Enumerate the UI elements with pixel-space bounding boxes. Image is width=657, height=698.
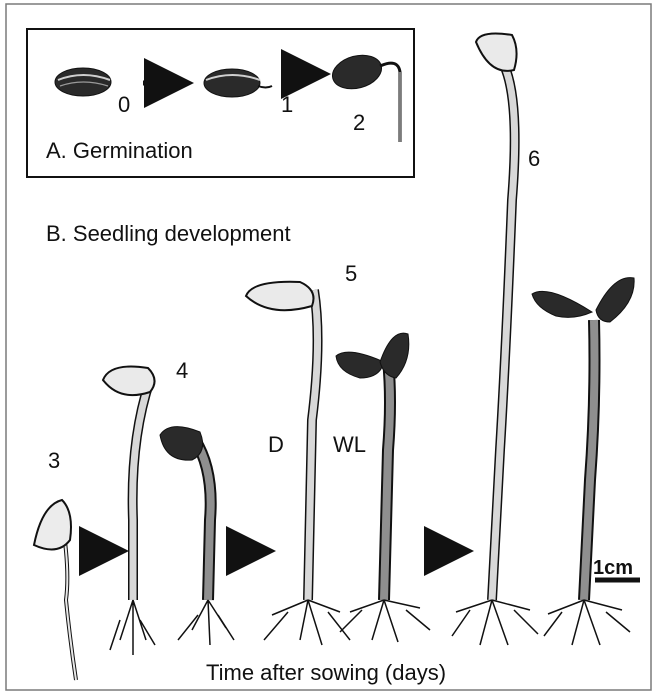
root-icon <box>178 600 234 645</box>
root-icon <box>452 600 538 645</box>
stage-label-0: 0 <box>118 92 130 117</box>
seedling-development-title: B. Seedling development <box>46 221 291 246</box>
germination-title: A. Germination <box>46 138 193 163</box>
seedling-icon <box>476 34 517 600</box>
dark-condition-label: D <box>268 432 284 457</box>
seedling-icon <box>103 367 155 601</box>
time-axis-label: Time after sowing (days) <box>206 660 446 685</box>
root-icon <box>264 600 350 645</box>
root-icon <box>544 600 630 645</box>
stage-label-6: 6 <box>528 146 540 171</box>
figure-frame <box>6 4 651 690</box>
root-icon <box>340 600 430 642</box>
stage-label-5: 5 <box>345 261 357 286</box>
seedling-icon <box>336 333 409 600</box>
stage-label-2: 2 <box>353 110 365 135</box>
stage-label-3: 3 <box>48 448 60 473</box>
seedling-icon <box>34 500 76 680</box>
root-icon <box>110 600 155 655</box>
white-light-condition-label: WL <box>333 432 366 457</box>
seed-icon <box>55 68 111 96</box>
scale-bar-label: 1cm <box>593 557 633 579</box>
seed-icon <box>204 69 272 97</box>
seedling-icon <box>532 278 634 600</box>
stage-label-1: 1 <box>281 92 293 117</box>
seedling-icon <box>160 427 211 600</box>
stage-label-4: 4 <box>176 358 188 383</box>
